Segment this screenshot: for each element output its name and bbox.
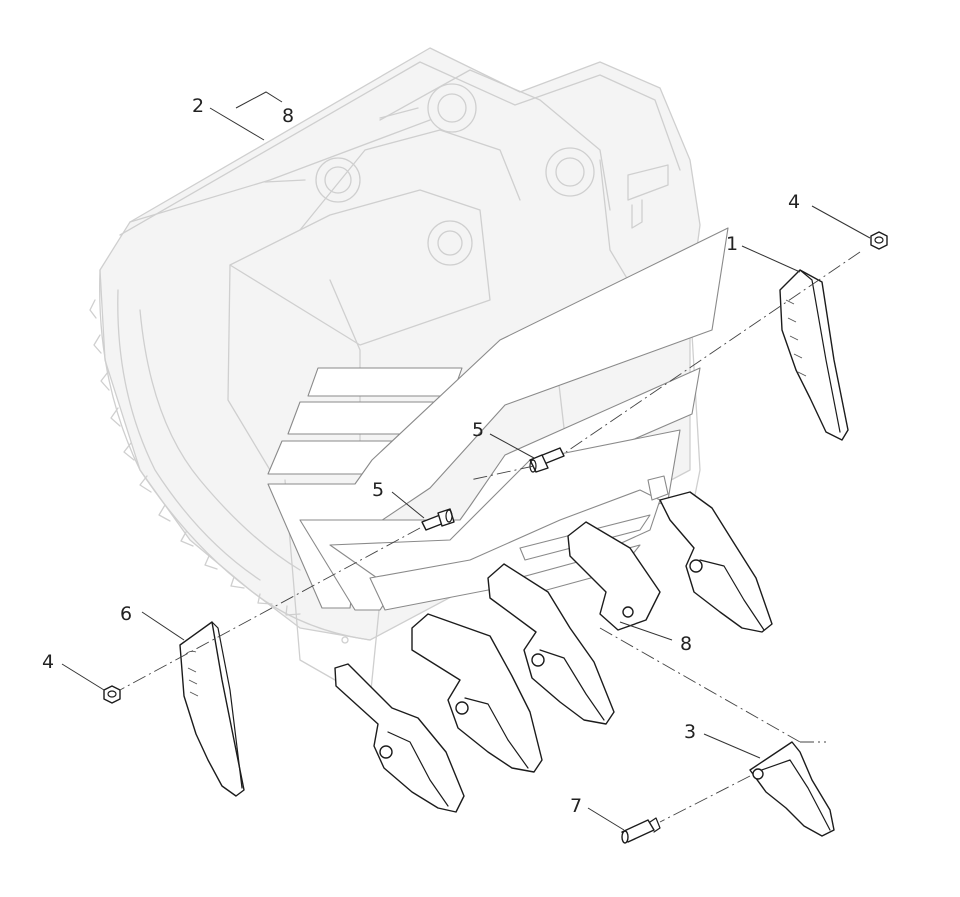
callout-8-top: 8 [282,105,294,127]
bucket-tooth[interactable] [749,741,835,837]
callout-4-left: 4 [42,651,54,673]
tooth-pin[interactable] [621,817,661,844]
callout-2: 2 [192,95,204,117]
bolt-lower[interactable] [421,508,455,531]
callout-5-lower: 5 [372,479,384,501]
callout-5-upper: 5 [472,419,484,441]
callout-1: 1 [726,233,738,255]
nut-left[interactable] [103,685,121,704]
callout-labels: 2 8 1 4 5 5 6 4 8 3 7 [42,95,800,817]
nut-right[interactable] [870,231,888,250]
callout-6: 6 [120,603,132,625]
adapter-5[interactable] [659,491,773,633]
callout-8-bottom: 8 [680,633,692,655]
callout-7: 7 [570,795,582,817]
callout-4-right: 4 [788,191,800,213]
assembly-center-lines [119,251,861,823]
leader-lines [61,91,871,831]
side-cutter-left[interactable] [179,621,245,797]
adapter-2[interactable] [411,613,543,773]
callout-3: 3 [684,721,696,743]
adapter-3[interactable] [487,563,615,725]
adapter-1[interactable] [334,663,465,813]
side-cutter-right[interactable] [779,269,849,441]
bolt-upper[interactable] [529,447,565,473]
adapter-4[interactable] [567,521,661,631]
